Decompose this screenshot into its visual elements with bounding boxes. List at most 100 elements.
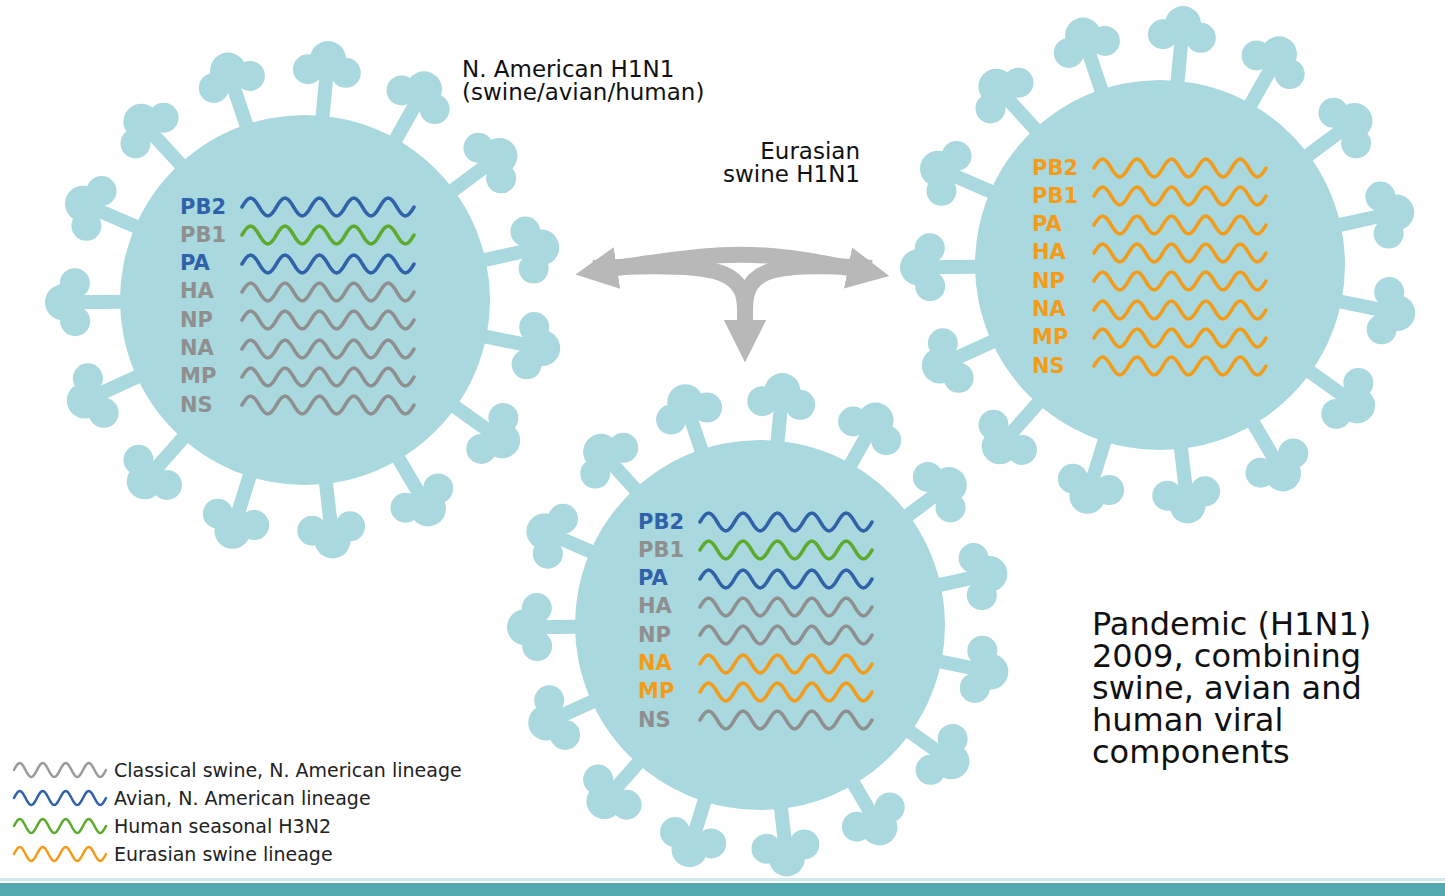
spike-head xyxy=(199,73,229,103)
legend-label: Human seasonal H3N2 xyxy=(114,815,331,837)
spike-head xyxy=(510,217,540,247)
gene-wave xyxy=(240,337,416,361)
wave-line xyxy=(700,513,872,531)
gene-name: NP xyxy=(638,625,698,646)
legend-entry: Eurasian swine lineage xyxy=(12,840,462,868)
footer-bar xyxy=(0,883,1445,896)
gene-name: NA xyxy=(180,338,240,359)
spike-head xyxy=(959,543,989,573)
wave-line xyxy=(14,847,106,861)
gene-wave xyxy=(12,844,108,864)
gene-wave xyxy=(1092,326,1268,350)
wave-line xyxy=(14,819,106,833)
spike-head xyxy=(967,636,997,666)
gene-wave xyxy=(1092,184,1268,208)
legend-entry: Avian, N. American lineage xyxy=(12,784,462,812)
spike-head xyxy=(297,516,327,546)
wave-line xyxy=(700,626,872,644)
spike-head xyxy=(1090,26,1120,56)
spike-head xyxy=(916,755,946,785)
gene-segment: PB2 xyxy=(638,508,874,536)
spike-head xyxy=(960,673,990,703)
spike-head xyxy=(488,403,518,433)
gene-wave xyxy=(240,280,416,304)
spike-head xyxy=(928,328,958,358)
spike-head xyxy=(1374,219,1404,249)
spike-head xyxy=(913,462,943,492)
wave-line xyxy=(700,711,872,729)
spike-head xyxy=(1374,277,1404,307)
gene-name: NA xyxy=(1032,299,1092,320)
spike-head xyxy=(71,211,101,241)
spike-head xyxy=(1343,368,1373,398)
spike-head xyxy=(692,393,722,423)
gene-wave xyxy=(698,510,874,534)
spike-head xyxy=(926,176,956,206)
gene-wave xyxy=(240,393,416,417)
combination-arrow xyxy=(593,266,745,320)
virus-spikes xyxy=(507,373,1008,876)
wave-line xyxy=(242,226,414,244)
spike-head xyxy=(534,685,564,715)
virus-label: Eurasian swine H1N1 xyxy=(705,140,860,186)
gene-wave xyxy=(1092,241,1268,265)
spike-head xyxy=(915,271,945,301)
gene-segment: NS xyxy=(638,706,874,734)
virus-body xyxy=(120,115,490,485)
spike-head xyxy=(335,511,365,541)
gene-segment: PB1 xyxy=(638,536,874,564)
wave-line xyxy=(1094,216,1266,234)
legend: Classical swine, N. American lineageAvia… xyxy=(12,756,462,868)
spike-head xyxy=(293,54,323,84)
gene-wave xyxy=(240,223,416,247)
spike-head xyxy=(148,103,178,133)
legend-label: Avian, N. American lineage xyxy=(114,787,371,809)
spike-head xyxy=(785,390,815,420)
gene-name: HA xyxy=(180,281,240,302)
spike-head xyxy=(580,459,610,489)
gene-segment: PA xyxy=(638,565,874,593)
spike-head xyxy=(660,817,690,847)
legend-entry: Human seasonal H3N2 xyxy=(12,812,462,840)
spike-head xyxy=(1278,438,1308,468)
gene-wave xyxy=(698,538,874,562)
spike-head xyxy=(1190,476,1220,506)
gene-wave xyxy=(698,567,874,591)
spike-head xyxy=(915,233,945,263)
spike-head xyxy=(747,386,777,416)
virus-body xyxy=(975,80,1345,450)
spike-head xyxy=(608,433,638,463)
spike-head xyxy=(60,268,90,298)
gene-wave xyxy=(698,623,874,647)
spike-head xyxy=(420,94,450,124)
spike-head xyxy=(550,720,580,750)
wave-line xyxy=(700,683,872,701)
wave-line xyxy=(700,655,872,673)
spike-head xyxy=(935,492,965,522)
spike-head xyxy=(1367,314,1397,344)
spike-head xyxy=(1365,182,1395,212)
virus-outline xyxy=(898,3,1422,527)
gene-segment: NP xyxy=(1032,267,1268,295)
gene-name: MP xyxy=(638,681,698,702)
spike-head xyxy=(152,470,182,500)
gene-wave xyxy=(12,788,108,808)
gene-segment: PA xyxy=(180,250,416,278)
spike-head xyxy=(1003,68,1033,98)
gene-wave xyxy=(1092,354,1268,378)
wave-line xyxy=(14,791,106,805)
gene-name: PB1 xyxy=(180,225,240,246)
spike-head xyxy=(519,254,549,284)
virus-spikes xyxy=(900,6,1415,523)
spike-head xyxy=(967,580,997,610)
spike-head xyxy=(486,163,516,193)
wave-line xyxy=(700,598,872,616)
spike-head xyxy=(1007,435,1037,465)
spike-head xyxy=(1148,19,1178,49)
legend-entry: Classical swine, N. American lineage xyxy=(12,756,462,784)
spike-head xyxy=(391,493,421,523)
spike-head xyxy=(512,349,542,379)
wave-line xyxy=(1094,159,1266,177)
spike-head xyxy=(522,593,552,623)
gene-segment: NS xyxy=(180,391,416,419)
